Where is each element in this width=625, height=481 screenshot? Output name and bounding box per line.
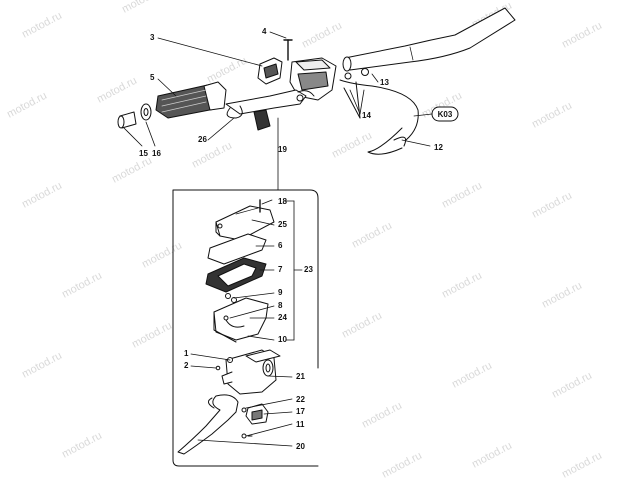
callout-13: 13 [380, 78, 389, 87]
callout-14: 14 [362, 111, 371, 120]
bar-end-weight [117, 103, 152, 129]
callout-5: 5 [150, 73, 155, 82]
handlebar-tube [342, 7, 516, 72]
callout-7: 7 [278, 265, 283, 274]
callout-15: 15 [139, 149, 148, 158]
k03-badge [431, 106, 459, 122]
callout-23: 23 [304, 265, 313, 274]
diaphragm-plate [207, 233, 267, 265]
callout-21: 21 [296, 372, 305, 381]
callout-1: 1 [184, 349, 189, 358]
callout-4: 4 [262, 27, 267, 36]
callout-12: 12 [434, 143, 443, 152]
brake-light-switch [241, 403, 269, 439]
callout-26: 26 [198, 135, 207, 144]
rubber-gasket [205, 257, 267, 293]
callout-8: 8 [278, 301, 283, 310]
reservoir-body [213, 297, 269, 343]
callout-6: 6 [278, 241, 283, 250]
callout-25: 25 [278, 220, 287, 229]
callout-19: 19 [278, 145, 287, 154]
callout-16: 16 [152, 149, 161, 158]
callout-18: 18 [278, 197, 287, 206]
callout-20: 20 [296, 442, 305, 451]
exploded-parts-diagram: 1234567891011121314151617181920212223242… [117, 7, 516, 467]
pump-body [215, 349, 281, 395]
callout-11: 11 [296, 420, 305, 429]
throttle-grip [155, 81, 227, 119]
reservoir-cap [215, 199, 275, 241]
leader-lines [123, 31, 433, 447]
callout-24: 24 [278, 313, 287, 322]
callout-10: 10 [278, 335, 287, 344]
callout-22: 22 [296, 395, 305, 404]
brake-hose [339, 68, 419, 155]
callout-17: 17 [296, 407, 305, 416]
master-cylinder [283, 39, 337, 101]
exploded-view-box [172, 189, 319, 467]
screw-small [225, 293, 237, 303]
callout-2: 2 [184, 361, 189, 370]
callout-3: 3 [150, 33, 155, 42]
callout-9: 9 [278, 288, 283, 297]
k03-badge-label: K03 [438, 110, 453, 119]
brake-lever [177, 394, 239, 455]
clamp-bracket [257, 57, 283, 85]
brake-lever-top [225, 89, 315, 131]
